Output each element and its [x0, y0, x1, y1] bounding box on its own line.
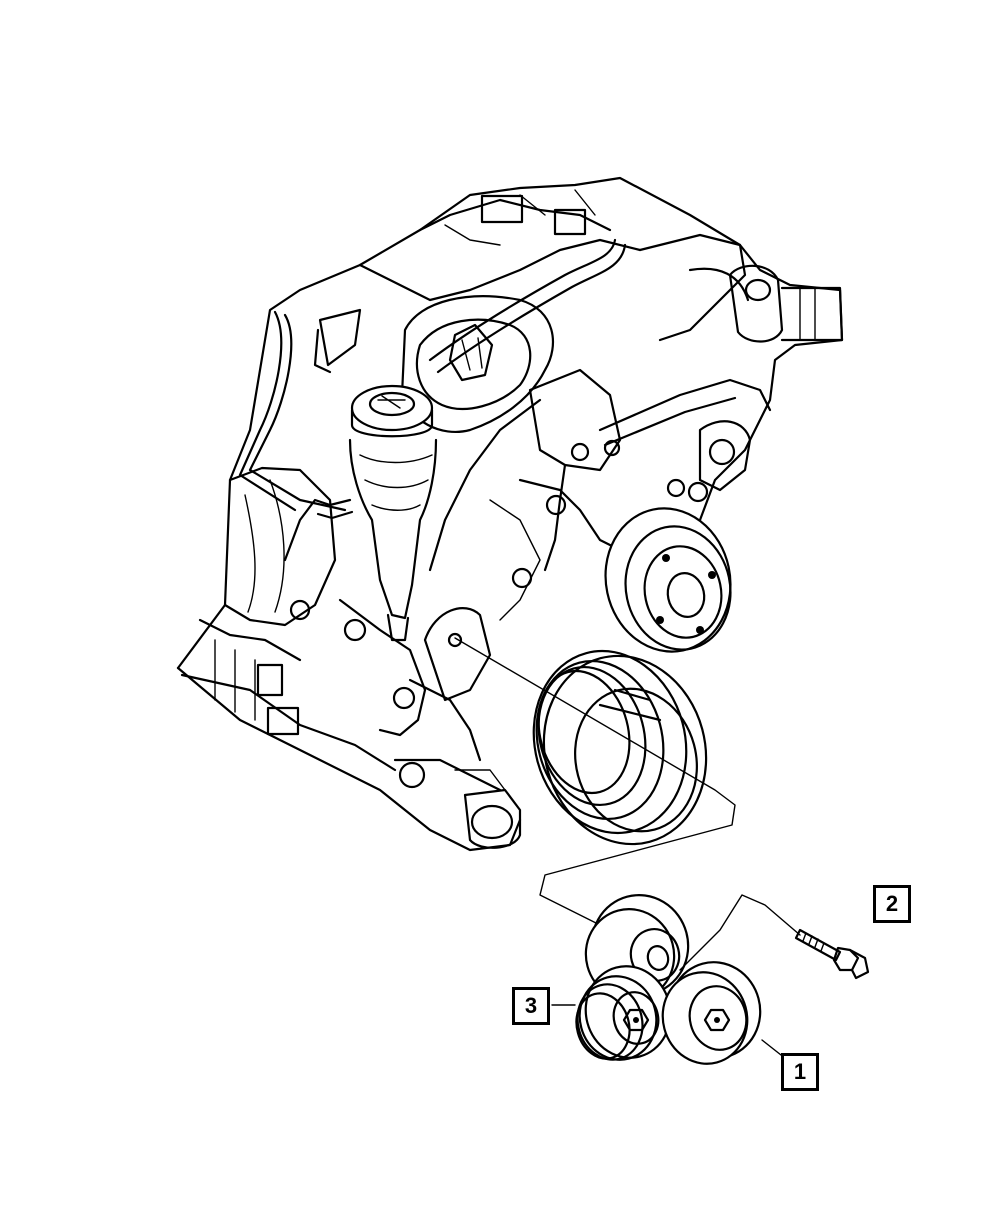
- smooth-pulley-1: [661, 961, 762, 1065]
- leader-line-engine: [454, 637, 736, 926]
- crankshaft-pulley: [532, 649, 708, 846]
- engine-block: [176, 176, 844, 852]
- power-steering-reservoir: [283, 384, 438, 642]
- callout-1[interactable]: 1: [781, 1053, 819, 1091]
- callout-2[interactable]: 2: [873, 885, 911, 923]
- bolt-2: [794, 928, 870, 980]
- leader-line-2: [679, 894, 801, 971]
- grooved-pulley-3: [575, 965, 672, 1061]
- lower-bracket: [289, 598, 522, 849]
- leader-line-1: [761, 1039, 782, 1056]
- callout-3[interactable]: 3: [512, 987, 550, 1025]
- water-pump-pulley: [604, 507, 732, 653]
